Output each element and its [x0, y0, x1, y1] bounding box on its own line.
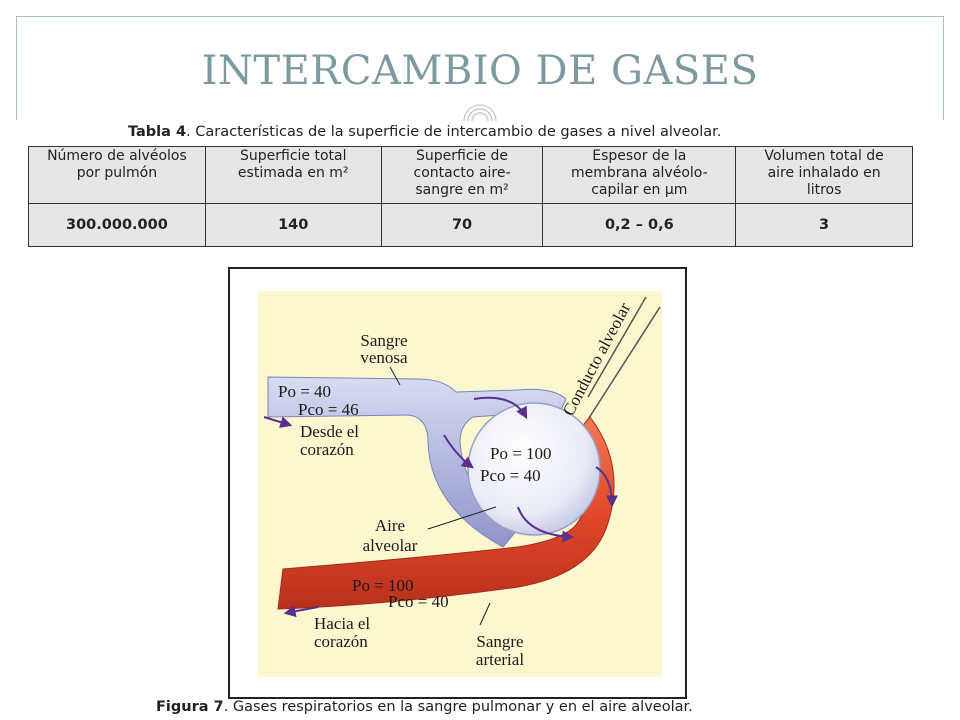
- header-line: sangre en m²: [415, 182, 509, 198]
- label-alveolus-po: Po = 100: [490, 444, 552, 463]
- label-sangre-venosa: venosa: [360, 348, 408, 367]
- label-hacia-corazon: Hacia el: [314, 614, 370, 633]
- label-sangre-venosa: Sangre: [360, 331, 407, 350]
- figure-caption-text: . Gases respiratorios en la sangre pulmo…: [223, 699, 693, 715]
- label-arterial-pco: Pco = 40: [388, 592, 449, 611]
- header-line: Superficie total: [239, 148, 347, 164]
- label-aire-alveolar: alveolar: [363, 536, 418, 555]
- label-desde-corazon: Desde el: [300, 422, 359, 441]
- table-caption: Tabla 4. Características de la superfici…: [128, 124, 721, 140]
- header-line: Espesor de la: [592, 148, 687, 164]
- arterial-vessel: [277, 416, 615, 610]
- table-caption-text: . Características de la superficie de in…: [186, 124, 722, 140]
- table-cell: 140: [204, 203, 382, 247]
- diffusion-arrows: [263, 396, 618, 618]
- venous-vessel: [267, 376, 567, 548]
- alveolar-duct: [579, 296, 661, 433]
- header-line: membrana alvéolo-: [570, 165, 708, 181]
- label-aire-alveolar: Aire: [375, 516, 405, 535]
- table-cell: 0,2 – 0,6: [542, 203, 737, 247]
- header-line: por pulmón: [76, 165, 158, 181]
- title-ornament: [463, 104, 497, 122]
- header-line: capilar en µm: [591, 182, 688, 198]
- label-conducto-alveolar: Conducto alveolar: [559, 299, 635, 419]
- label-arterial-po: Po = 100: [352, 576, 414, 595]
- header-line: aire inhalado en: [767, 165, 881, 181]
- header-line: Número de alvéolos: [47, 148, 187, 164]
- label-venous-po: Po = 40: [278, 382, 331, 401]
- header-line: litros: [806, 182, 842, 198]
- label-sangre-arterial: Sangre: [476, 632, 523, 651]
- header-line: contacto aire-: [413, 165, 511, 181]
- label-desde-corazon: corazón: [300, 440, 354, 459]
- header-line: Volumen total de: [764, 148, 884, 164]
- table-row: 300.000.000 140 70 0,2 – 0,6 3: [28, 203, 913, 247]
- header-line: estimada en m²: [237, 165, 349, 181]
- table-cell: 3: [735, 203, 913, 247]
- header-line: Superficie de: [416, 148, 509, 164]
- table-cell: 300.000.000: [28, 203, 206, 247]
- label-sangre-arterial: arterial: [476, 650, 524, 669]
- figure-caption-label: Figura 7: [156, 699, 224, 715]
- label-alveolus-pco: Pco = 40: [480, 466, 541, 485]
- table-cell: 70: [380, 203, 544, 247]
- table-caption-label: Tabla 4: [128, 124, 187, 140]
- label-pointers: [389, 366, 497, 626]
- figure-caption: Figura 7. Gases respiratorios en la sang…: [156, 699, 693, 715]
- label-venous-pco: Pco = 46: [298, 400, 359, 419]
- label-hacia-corazon: corazón: [314, 632, 368, 651]
- slide-title: INTERCAMBIO DE GASES: [201, 48, 759, 94]
- slide-frame: [16, 16, 944, 120]
- gas-exchange-diagram: Sangre venosa Conducto alveolar Po = 40 …: [263, 296, 661, 669]
